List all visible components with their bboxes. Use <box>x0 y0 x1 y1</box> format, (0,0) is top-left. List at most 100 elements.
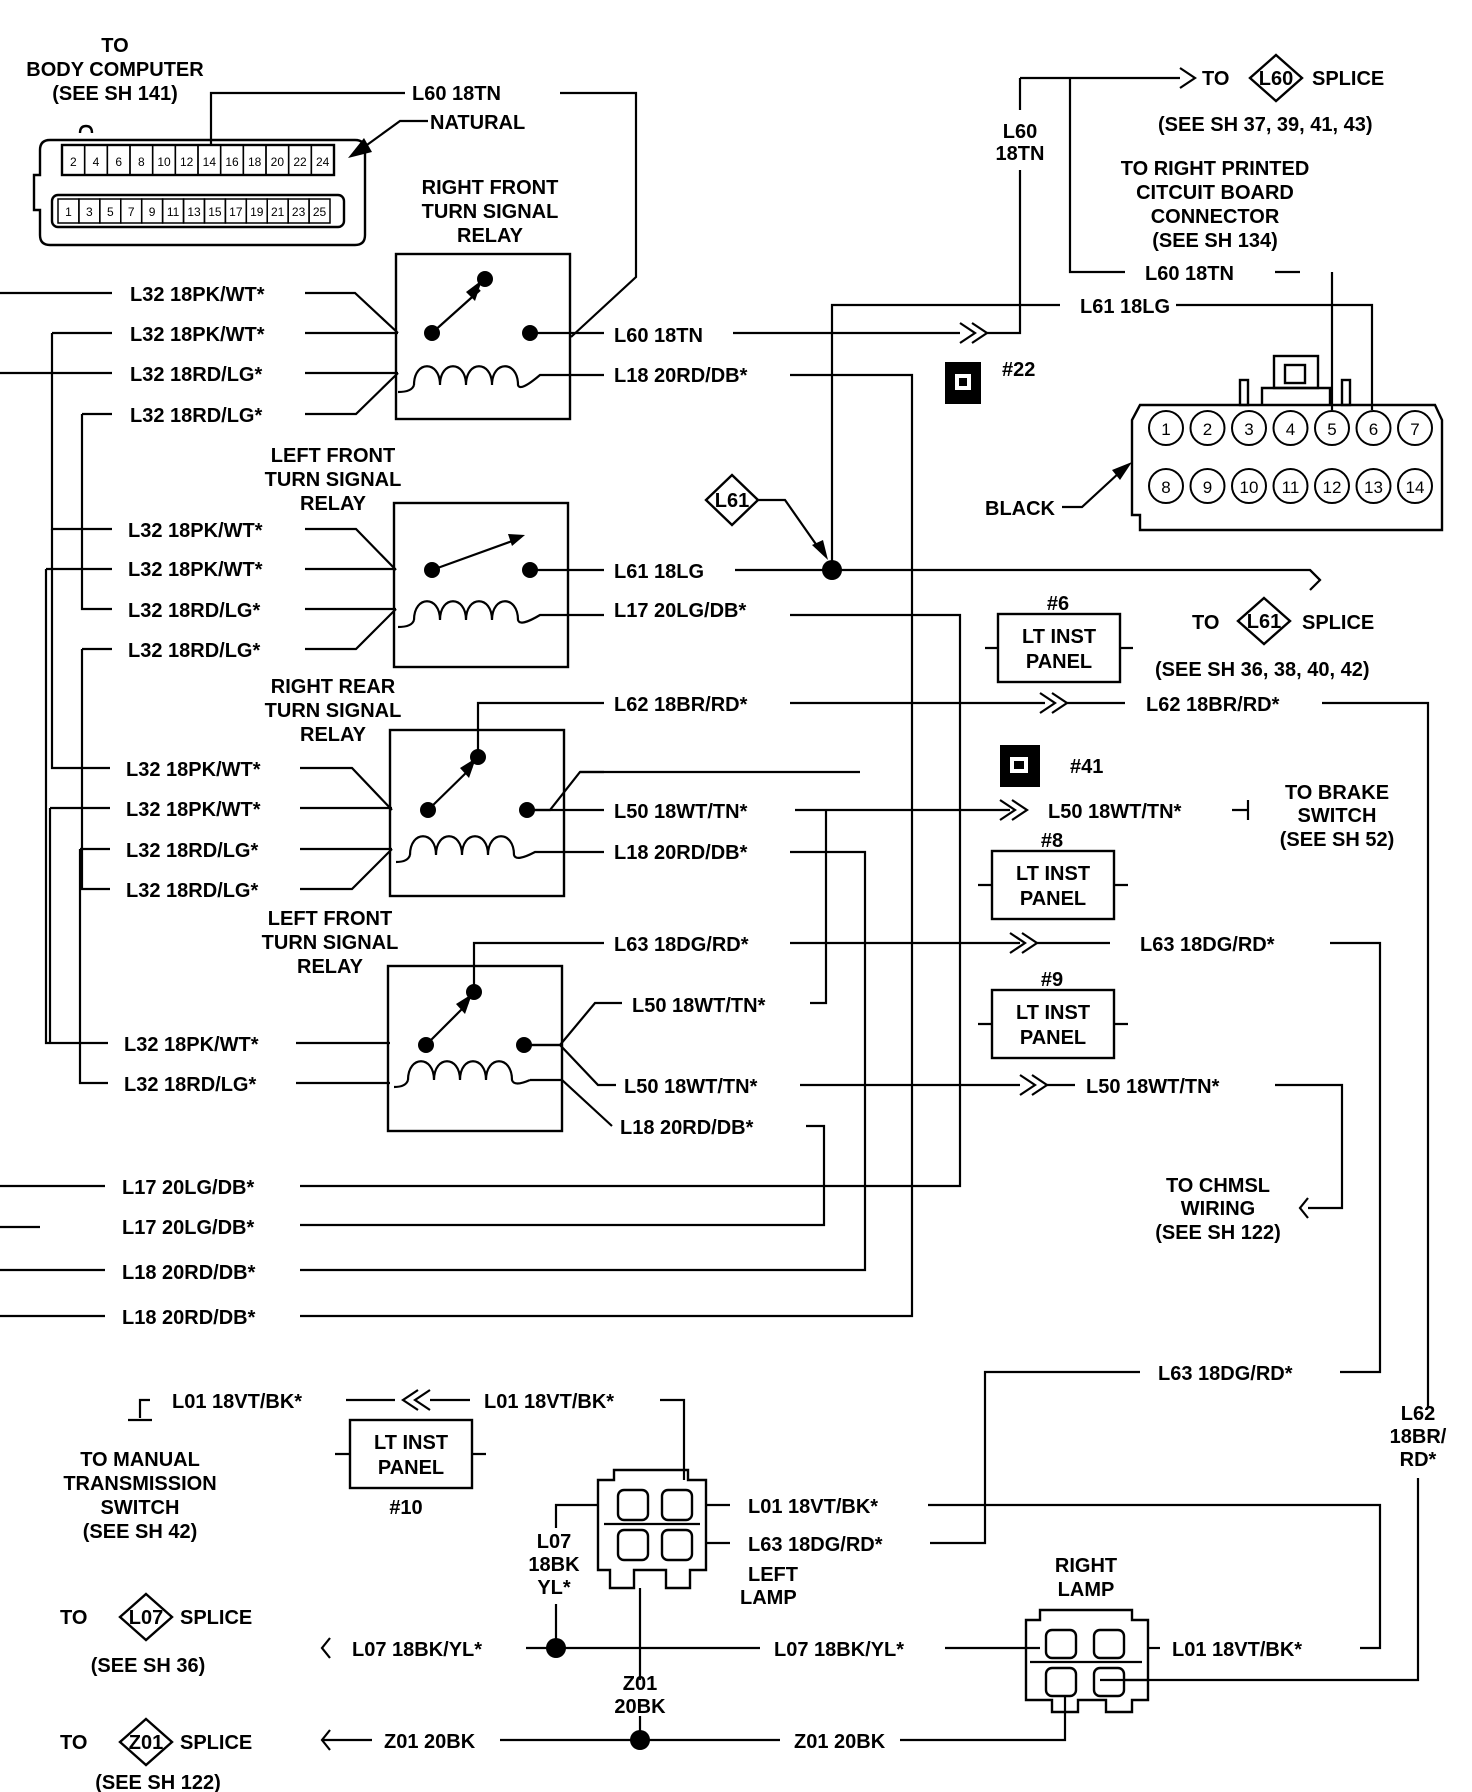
svg-text:#10: #10 <box>389 1497 422 1519</box>
svg-text:CITCUIT BOARD: CITCUIT BOARD <box>1136 182 1294 204</box>
body-computer-pin-number: 7 <box>128 205 135 219</box>
svg-text:18BR/: 18BR/ <box>1390 1426 1447 1448</box>
connector-22: #22 <box>945 359 1035 404</box>
dest-brake-switch: TO BRAKE SWITCH (SEE SH 52) <box>1280 782 1394 851</box>
splice-l07: TO L07 SPLICE (SEE SH 36) <box>60 1592 252 1677</box>
splice-l60: TO L60 SPLICE (SEE SH 37, 39, 41, 43) <box>1158 53 1384 136</box>
body-computer-pin-number: 8 <box>138 155 145 169</box>
svg-text:TO: TO <box>1192 612 1219 634</box>
pcb-pin-number: 1 <box>1161 420 1170 439</box>
svg-text:20BK: 20BK <box>614 1696 666 1718</box>
pcb-pin-number: 13 <box>1364 478 1383 497</box>
pcb-pin-circle <box>1189 468 1226 504</box>
pcb-pin-circle <box>1314 468 1350 504</box>
wire-l18-a: L18 20RD/DB* <box>122 1262 256 1284</box>
pcb-pin-number: 7 <box>1410 420 1419 439</box>
wire-z01-vert: Z01 20BK <box>614 1673 666 1718</box>
wire-l07-vert: L07 18BK YL* <box>528 1531 580 1599</box>
wire-l62-right: L62 18BR/RD* <box>1146 694 1280 716</box>
wire-l60-vert-1: L60 <box>1003 121 1037 143</box>
svg-text:L61: L61 <box>715 490 749 512</box>
svg-text:(SEE SH 36): (SEE SH 36) <box>91 1655 205 1677</box>
pcb-pin-number: 10 <box>1240 478 1259 497</box>
svg-text:SPLICE: SPLICE <box>1312 68 1384 90</box>
left-lamp-connector: LEFT LAMP <box>596 1468 798 1609</box>
svg-text:SPLICE: SPLICE <box>180 1607 252 1629</box>
wire-l61-lf: L61 18LG <box>614 561 704 583</box>
svg-text:SPLICE: SPLICE <box>180 1732 252 1754</box>
wire-l18-lf2: L18 20RD/DB* <box>620 1117 754 1139</box>
wire-l50: L50 18WT/TN* <box>614 801 748 823</box>
wire-l50-c: L50 18WT/TN* <box>624 1076 758 1098</box>
body-computer-pin-number: 21 <box>271 205 285 219</box>
black-label: BLACK <box>985 498 1056 520</box>
svg-text:PANEL: PANEL <box>1020 888 1086 910</box>
wire-l01-b: L01 18VT/BK* <box>484 1391 614 1413</box>
svg-text:CONNECTOR: CONNECTOR <box>1151 206 1280 228</box>
pcb-pin-number: 9 <box>1203 478 1212 497</box>
relay-left-front: LEFT FRONT TURN SIGNAL RELAY <box>265 445 570 669</box>
svg-text:TO: TO <box>60 1607 87 1629</box>
svg-text:#22: #22 <box>1002 359 1035 381</box>
body-computer-pin-number: 1 <box>65 205 72 219</box>
body-computer-pin-number: 9 <box>149 205 156 219</box>
body-computer-pin-number: 16 <box>225 155 239 169</box>
svg-text:TO MANUAL: TO MANUAL <box>80 1449 200 1471</box>
svg-text:(SEE SH 52): (SEE SH 52) <box>1280 829 1394 851</box>
pcb-pin-circle <box>1148 468 1184 504</box>
body-computer-pin-number: 24 <box>316 155 330 169</box>
svg-text:L32 18RD/LG*: L32 18RD/LG* <box>130 364 262 386</box>
wire-l60-rf: L60 18TN <box>614 325 703 347</box>
svg-text:L61: L61 <box>1247 611 1281 633</box>
body-computer-pin-cell <box>310 144 335 176</box>
pcb-pin-circle <box>1231 468 1267 504</box>
splice-l61: TO L61 SPLICE (SEE SH 36, 38, 40, 42) <box>1155 569 1374 681</box>
wire-l07-b: L07 18BK/YL* <box>774 1639 904 1661</box>
svg-text:RELAY: RELAY <box>297 956 364 978</box>
body-computer-pin-number: 23 <box>292 205 306 219</box>
svg-text:L32 18PK/WT*: L32 18PK/WT* <box>128 559 263 581</box>
pcb-pin-number: 3 <box>1244 420 1253 439</box>
wire-l18-rr: L18 20RD/DB* <box>614 842 748 864</box>
svg-text:LT INST: LT INST <box>374 1432 448 1454</box>
wire-l01-a: L01 18VT/BK* <box>172 1391 302 1413</box>
svg-text:SWITCH: SWITCH <box>1298 805 1377 827</box>
wire-l17-b: L17 20LG/DB* <box>122 1217 254 1239</box>
svg-text:LAMP: LAMP <box>740 1587 797 1609</box>
svg-text:LEFT: LEFT <box>748 1564 798 1586</box>
pcb-pin-number: 12 <box>1323 478 1342 497</box>
svg-text:L32 18PK/WT*: L32 18PK/WT* <box>130 284 265 306</box>
pcb-pin-number: 2 <box>1203 420 1212 439</box>
relay-left-front-2: LEFT FRONT TURN SIGNAL RELAY <box>262 908 564 1133</box>
body-computer-pin-number: 4 <box>93 155 100 169</box>
svg-text:L32 18RD/LG*: L32 18RD/LG* <box>128 640 260 662</box>
body-computer-line2: BODY COMPUTER <box>26 59 204 81</box>
svg-text:LT INST: LT INST <box>1016 1002 1090 1024</box>
svg-text:L32 18PK/WT*: L32 18PK/WT* <box>128 520 263 542</box>
wire-l60-vert-2: 18TN <box>996 143 1045 165</box>
l32-wire-labels: L32 18PK/WT* L32 18PK/WT* L32 18RD/LG* L… <box>124 284 265 1096</box>
body-computer-pin-number: 22 <box>293 155 307 169</box>
svg-text:TO CHMSL: TO CHMSL <box>1166 1175 1270 1197</box>
svg-text:TRANSMISSION: TRANSMISSION <box>63 1473 216 1495</box>
wire-l61-pcb: L61 18LG <box>1080 296 1170 318</box>
pcb-pin-circle <box>1397 468 1433 504</box>
pcb-pin-circle <box>1397 410 1433 446</box>
body-computer-pin-number: 12 <box>180 155 194 169</box>
l61-junction: L61 L61 18LG <box>704 296 1374 580</box>
body-computer-pin-number: 6 <box>115 155 122 169</box>
wire-l17-a: L17 20LG/DB* <box>122 1177 254 1199</box>
svg-text:#8: #8 <box>1041 830 1063 852</box>
svg-text:RELAY: RELAY <box>300 493 367 515</box>
panel-6: #6 LT INST PANEL <box>985 593 1133 684</box>
pcb-pin-circle <box>1272 410 1309 446</box>
svg-text:LT INST: LT INST <box>1016 863 1090 885</box>
svg-text:LT INST: LT INST <box>1022 626 1096 648</box>
svg-text:RIGHT REAR: RIGHT REAR <box>271 676 396 698</box>
pcb-pin-circle <box>1148 410 1184 446</box>
